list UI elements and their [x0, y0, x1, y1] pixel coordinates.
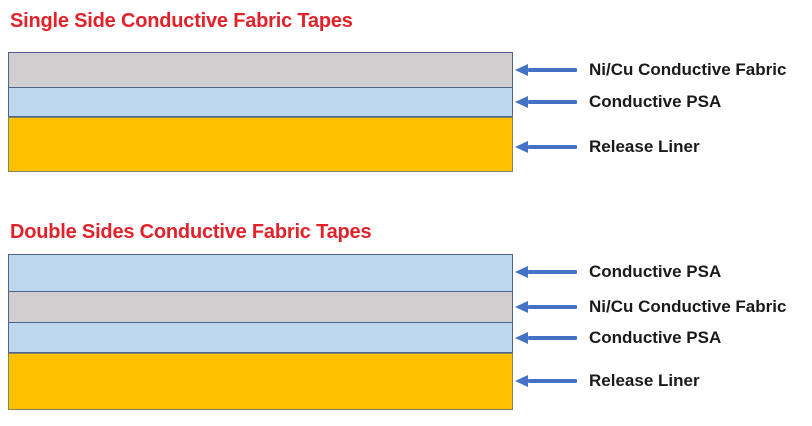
layer-label: Ni/Cu Conductive Fabric	[589, 297, 787, 316]
left-arrow-icon	[515, 96, 577, 108]
callout-conductive-psa: Conductive PSA	[515, 262, 721, 282]
layer-label: Conductive PSA	[589, 262, 722, 281]
callout-conductive-psa: Conductive PSA	[515, 328, 721, 348]
layer-label: Conductive PSA	[589, 92, 722, 111]
callout-conductive-psa: Conductive PSA	[515, 92, 721, 112]
callout-ni-cu-conductive-fabric: Ni/Cu Conductive Fabric	[515, 60, 786, 80]
callout-release-liner: Release Liner	[515, 371, 700, 391]
layer-conductive-psa	[8, 323, 513, 353]
layer-ni-cu-conductive-fabric	[8, 292, 513, 323]
left-arrow-icon	[515, 141, 577, 153]
left-arrow-icon	[515, 64, 577, 76]
layer-stack-single-side	[8, 52, 513, 172]
section-title-single-side: Single Side Conductive Fabric Tapes	[10, 10, 353, 32]
layer-label: Conductive PSA	[589, 328, 722, 347]
section-title-double-sides: Double Sides Conductive Fabric Tapes	[10, 221, 372, 243]
left-arrow-icon	[515, 375, 577, 387]
layer-release-liner	[8, 117, 513, 172]
callout-ni-cu-conductive-fabric: Ni/Cu Conductive Fabric	[515, 297, 786, 317]
callout-release-liner: Release Liner	[515, 137, 700, 157]
layer-ni-cu-conductive-fabric	[8, 52, 513, 88]
layer-conductive-psa	[8, 254, 513, 292]
left-arrow-icon	[515, 301, 577, 313]
left-arrow-icon	[515, 266, 577, 278]
layer-label: Release Liner	[589, 137, 700, 156]
left-arrow-icon	[515, 332, 577, 344]
layer-stack-double-sides	[8, 254, 513, 410]
layer-label: Ni/Cu Conductive Fabric	[589, 60, 787, 79]
layer-conductive-psa	[8, 88, 513, 117]
layer-release-liner	[8, 353, 513, 410]
layer-label: Release Liner	[589, 371, 700, 390]
